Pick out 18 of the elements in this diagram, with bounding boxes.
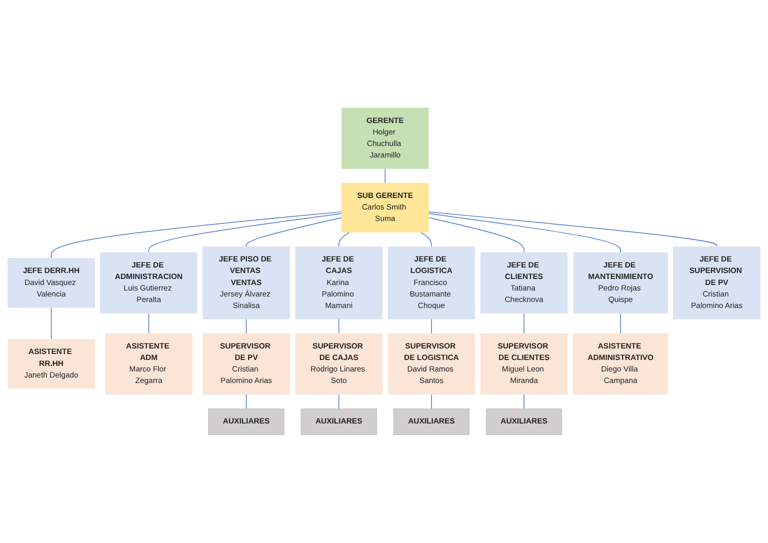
connector [148,313,150,334]
connector [420,232,432,248]
connector [428,212,718,248]
connector [246,217,342,248]
connector [428,217,524,254]
connector [148,213,342,254]
connector [384,168,386,184]
connector [620,313,621,334]
connector [431,394,432,410]
connector [246,318,247,334]
connector [338,394,340,410]
connector [246,394,247,410]
connector [338,232,350,248]
connector [338,318,340,334]
connector [50,307,52,340]
connector [50,212,342,259]
connector [431,318,432,334]
connector [428,213,621,254]
